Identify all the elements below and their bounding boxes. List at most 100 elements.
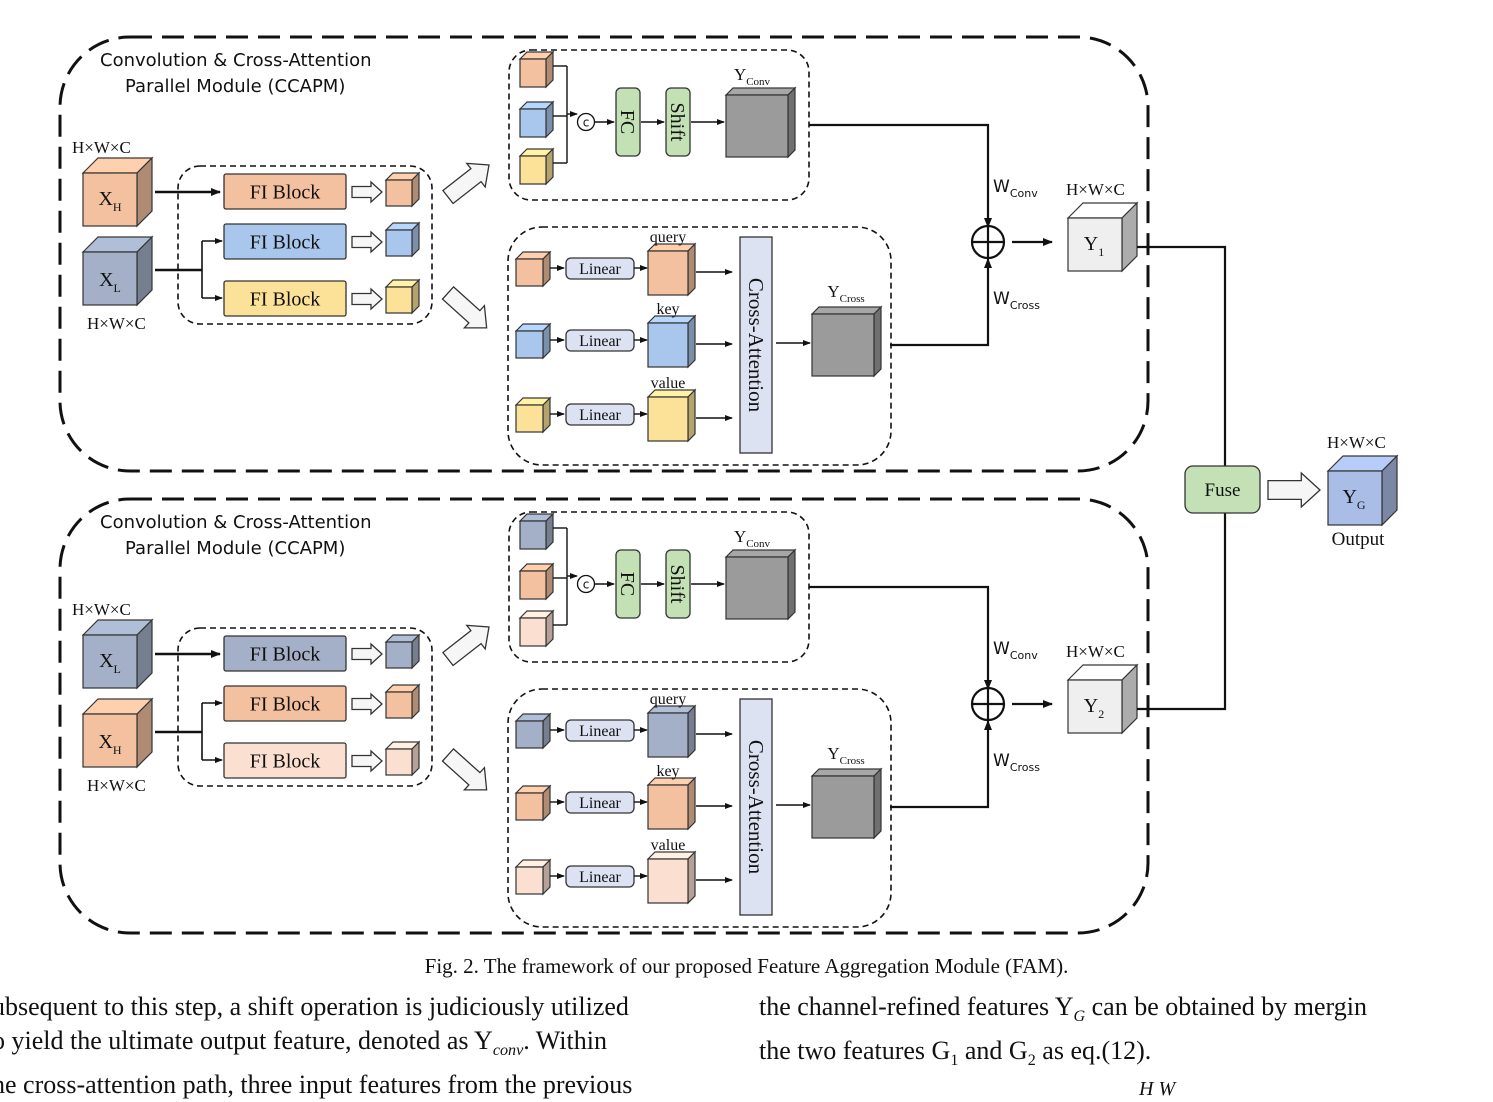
bottom-fi-out-arrow-1 (351, 642, 383, 666)
top-ycross-label: YCross (827, 282, 864, 305)
bottom-wcross-line (890, 720, 992, 809)
bottom-wconv-line (809, 585, 992, 690)
top-conv-cube-3 (518, 147, 555, 186)
svg-text:FI Block: FI Block (250, 644, 321, 666)
bottom-wconv-label: WConv (993, 639, 1038, 662)
bottom-fi-out-arrow-2 (351, 692, 383, 716)
top-fi-block-2: FI Block (223, 223, 347, 260)
top-concat-symbol: c (583, 116, 590, 130)
top-to-cross-arrow (441, 285, 488, 329)
top-conv-cube-1 (518, 50, 555, 89)
bottom-key-cube (646, 776, 697, 831)
top-fi-block-3: FI Block (223, 280, 347, 317)
bottom-fc-block: FC (615, 549, 641, 619)
top-fi-out-cube-2 (384, 221, 421, 258)
bottom-yconv-cube (724, 548, 797, 621)
top-fi-out-arrow-3 (351, 287, 383, 311)
bottom-input2-label: XH (98, 731, 121, 757)
svg-text:FI Block: FI Block (250, 289, 321, 311)
svg-text:Cross-Attention: Cross-Attention (744, 278, 768, 413)
top-input1-dims: H×W×C (72, 138, 131, 157)
bottom-input1-label: XL (99, 650, 121, 676)
body-text-left-column: ubsequent to this step, a shift operatio… (0, 990, 724, 1102)
top-fi-out-arrow-1 (351, 180, 383, 204)
top-input1-cube (81, 156, 154, 228)
left-line-1: ubsequent to this step, a shift operatio… (0, 992, 629, 1021)
svg-text:Shift: Shift (666, 103, 688, 142)
bottom-fi-out-cube-3 (384, 740, 421, 777)
output-dims: H×W×C (1327, 433, 1386, 452)
bottom-yconv-label: YConv (734, 527, 771, 550)
top-wconv-label: WConv (993, 177, 1038, 200)
bottom-module-title-line2: Parallel Module (CCAPM) (125, 538, 345, 559)
bottom-cross-in-cube-key (514, 784, 552, 822)
top-y-label: Y1 (1084, 233, 1104, 259)
top-fi-out-cube-3 (384, 278, 421, 315)
top-fi-out-arrow-2 (351, 230, 383, 254)
top-ycross-cube (810, 305, 883, 378)
bottom-input2-dims: H×W×C (87, 776, 146, 795)
bottom-to-conv-arrow (442, 624, 490, 667)
top-concat-node (576, 112, 596, 132)
bottom-conv-cube-2 (518, 562, 555, 601)
bottom-linear-value: Linear (565, 865, 635, 888)
top-cross-in-cube-query (514, 250, 552, 288)
bottom-fi-block-1: FI Block (223, 635, 347, 672)
figure-caption: Fig. 2. The framework of our proposed Fe… (424, 954, 1069, 978)
bottom-query-cube (646, 704, 697, 759)
bottom-conv-cube-3 (518, 609, 555, 648)
top-cross-in-cube-value (514, 396, 552, 434)
output-label: Output (1332, 529, 1386, 550)
bottom-query-label: query (650, 691, 686, 708)
top-fc-block: FC (615, 87, 641, 157)
top-value-label: value (651, 375, 686, 392)
top-linear-value: Linear (565, 403, 635, 426)
svg-text:Linear: Linear (579, 795, 621, 812)
right-line-3: H W (1139, 1078, 1176, 1100)
top-key-cube (646, 314, 697, 369)
bottom-y-cube (1066, 663, 1139, 735)
top-input1-label: XH (98, 188, 121, 214)
top-input2-cube (81, 235, 154, 307)
svg-text:FC: FC (616, 572, 638, 596)
top-fi-out-cube-1 (384, 171, 421, 208)
left-line-3: he cross-attention path, three input fea… (0, 1070, 633, 1099)
bottom-ycross-cube (810, 767, 883, 840)
svg-text:Shift: Shift (666, 565, 688, 604)
top-key-label: key (656, 301, 679, 318)
bottom-linear-key: Linear (565, 791, 635, 814)
bottom-wcross-label: WCross (993, 751, 1040, 774)
top-fi-group-border (177, 165, 433, 325)
bottom-concat-symbol: c (583, 578, 590, 592)
top-y-cube (1066, 201, 1139, 273)
bottom-cross-attention-block: Cross-Attention (739, 698, 773, 916)
bottom-ycross-label: YCross (827, 744, 864, 767)
top-cross-attention-block: Cross-Attention (739, 236, 773, 454)
top-wconv-line (809, 123, 992, 228)
bottom-key-label: key (656, 763, 679, 780)
top-query-cube (646, 242, 697, 297)
body-text-right-column: the channel-refined features YG can be o… (759, 990, 1493, 1100)
top-query-label: query (650, 229, 686, 246)
top-sum-node (970, 224, 1006, 260)
top-yconv-cube (724, 86, 797, 159)
bottom-conv-cube-1 (518, 512, 555, 551)
bottom-fi-out-cube-1 (384, 633, 421, 670)
bottom-fi-block-2: FI Block (223, 685, 347, 722)
fuse-to-output-arrow (1267, 471, 1321, 509)
top-module-border (58, 35, 1150, 473)
svg-text:FI Block: FI Block (250, 751, 321, 773)
bottom-cross-in-cube-query (514, 712, 552, 750)
top-wcross-line (890, 258, 992, 347)
left-line-2: o yield the ultimate output feature, den… (0, 1026, 607, 1059)
top-linear-key: Linear (565, 329, 635, 352)
top-input2-dims: H×W×C (87, 314, 146, 333)
bottom-fi-out-cube-2 (384, 683, 421, 720)
top-yconv-label: YConv (734, 65, 771, 88)
top-y-dims: H×W×C (1066, 180, 1125, 199)
bottom-y-dims: H×W×C (1066, 642, 1125, 661)
top-conv-cube-2 (518, 100, 555, 139)
